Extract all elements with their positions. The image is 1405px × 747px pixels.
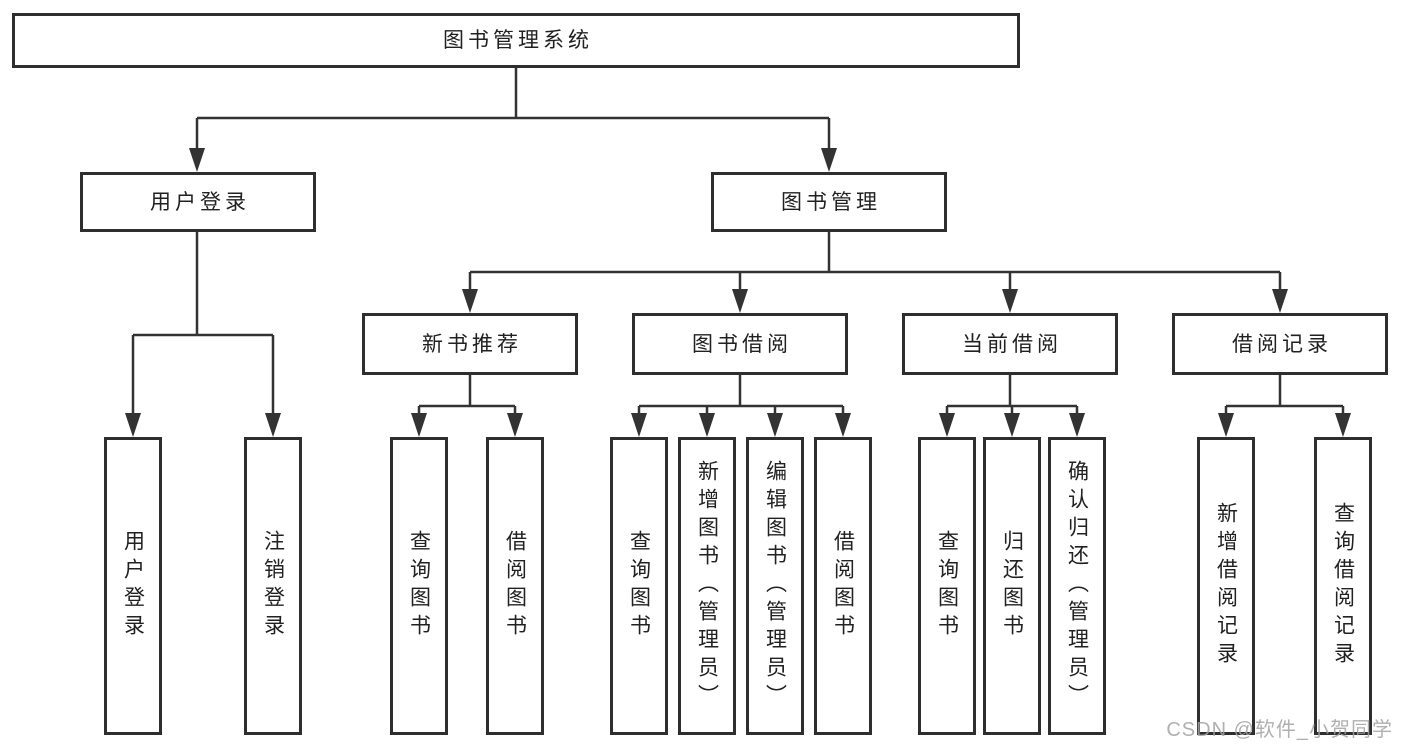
arrow-down-icon: [411, 413, 427, 437]
leaf-add-books-admin-label: 新增图书（管理员）: [695, 460, 719, 712]
connector-new-book-recommend-to-leaves: [417, 375, 517, 420]
arrow-down-icon: [1335, 413, 1351, 437]
leaf-add-borrow-record-label: 新增借阅记录: [1214, 502, 1238, 670]
node-user-login-branch-label: 用户登录: [150, 190, 250, 214]
arrow-down-icon: [1069, 413, 1085, 437]
node-borrow-records-label: 借阅记录: [1232, 332, 1332, 356]
arrow-down-icon: [821, 148, 837, 172]
leaf-return-books: 归还图书: [983, 437, 1041, 735]
arrow-down-icon: [125, 413, 141, 437]
leaf-borrow-books-label: 借阅图书: [831, 530, 855, 642]
arrow-down-icon: [1218, 413, 1234, 437]
watermark-text: CSDN @软件_小贺同学: [1166, 719, 1393, 741]
arrow-down-icon: [631, 413, 647, 437]
leaf-query-books-current-label: 查询图书: [935, 530, 959, 642]
node-book-management-system: 图书管理系统: [12, 13, 1020, 68]
arrow-down-icon: [835, 413, 851, 437]
arrowheads: [125, 148, 1351, 437]
connector-root-to-level2: [195, 68, 831, 152]
leaf-logout: 注销登录: [244, 437, 302, 735]
node-book-borrow: 图书借阅: [632, 313, 848, 375]
arrow-down-icon: [939, 413, 955, 437]
leaf-confirm-return-admin-label: 确认归还（管理员）: [1065, 460, 1089, 712]
leaf-user-login-label: 用户登录: [121, 530, 145, 642]
node-new-book-recommend-label: 新书推荐: [422, 332, 522, 356]
node-book-management-system-label: 图书管理系统: [443, 29, 593, 52]
node-borrow-records: 借阅记录: [1172, 313, 1388, 375]
connector-book-borrow-to-leaves: [637, 375, 845, 420]
leaf-user-login: 用户登录: [104, 437, 162, 735]
arrow-down-icon: [767, 413, 783, 437]
leaf-borrow-books-recommend: 借阅图书: [486, 437, 544, 735]
arrow-down-icon: [699, 413, 715, 437]
arrow-down-icon: [462, 289, 478, 313]
arrow-down-icon: [732, 289, 748, 313]
node-current-borrow: 当前借阅: [902, 313, 1118, 375]
leaf-confirm-return-admin: 确认归还（管理员）: [1048, 437, 1106, 735]
leaf-query-books-recommend: 查询图书: [390, 437, 448, 735]
node-current-borrow-label: 当前借阅: [962, 332, 1062, 356]
node-book-management-branch-label: 图书管理: [781, 190, 881, 214]
node-book-borrow-label: 图书借阅: [692, 332, 792, 356]
connector-user-login-to-leaves: [131, 232, 275, 418]
arrow-down-icon: [189, 148, 205, 172]
leaf-return-books-label: 归还图书: [1000, 530, 1024, 642]
leaf-query-books-borrow: 查询图书: [610, 437, 668, 735]
leaf-borrow-books-recommend-label: 借阅图书: [503, 530, 527, 642]
leaf-edit-books-admin-label: 编辑图书（管理员）: [763, 460, 787, 712]
node-user-login-branch: 用户登录: [80, 172, 316, 232]
connector-book-management-to-modules: [468, 232, 1282, 294]
arrow-down-icon: [1002, 289, 1018, 313]
leaf-edit-books-admin: 编辑图书（管理员）: [746, 437, 804, 735]
leaf-add-borrow-record: 新增借阅记录: [1197, 437, 1255, 735]
arrow-down-icon: [507, 413, 523, 437]
leaf-add-books-admin: 新增图书（管理员）: [678, 437, 736, 735]
node-new-book-recommend: 新书推荐: [362, 313, 578, 375]
leaf-borrow-books: 借阅图书: [814, 437, 872, 735]
leaf-query-borrow-record: 查询借阅记录: [1314, 437, 1372, 735]
leaf-logout-label: 注销登录: [261, 530, 285, 642]
arrow-down-icon: [1004, 413, 1020, 437]
leaf-query-borrow-record-label: 查询借阅记录: [1331, 502, 1355, 670]
arrow-down-icon: [265, 413, 281, 437]
connector-borrow-records-to-leaves: [1224, 375, 1345, 420]
leaf-query-books-borrow-label: 查询图书: [627, 530, 651, 642]
leaf-query-books-recommend-label: 查询图书: [407, 530, 431, 642]
leaf-query-books-current: 查询图书: [918, 437, 976, 735]
node-book-management-branch: 图书管理: [711, 172, 947, 232]
arrow-down-icon: [1272, 289, 1288, 313]
